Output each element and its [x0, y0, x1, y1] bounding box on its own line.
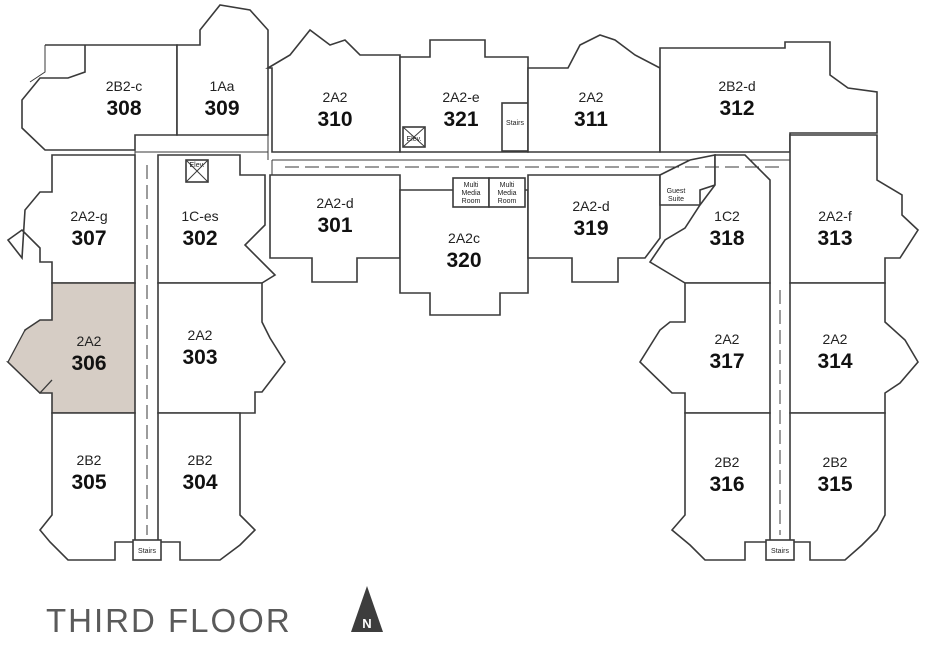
- room-321[interactable]: 2A2-e 321: [399, 39, 529, 153]
- room-number-308: 308: [106, 97, 141, 120]
- room-number-309: 309: [204, 97, 239, 120]
- mm1-line1: Multi: [464, 182, 479, 189]
- room-number-306: 306: [71, 352, 106, 375]
- stairs-top-label: Stairs: [506, 120, 524, 127]
- room-type-313: 2A2-f: [818, 208, 852, 224]
- room-number-320: 320: [446, 249, 481, 272]
- elevator-top: Elev.: [402, 126, 426, 148]
- guest-suite-line1: Guest: [667, 188, 686, 195]
- room-number-316: 316: [709, 473, 744, 496]
- room-number-313: 313: [817, 227, 852, 250]
- stairs-left-label: Stairs: [138, 548, 156, 555]
- room-type-314: 2A2: [823, 331, 848, 347]
- room-number-317: 317: [709, 350, 744, 373]
- room-315[interactable]: 2B2 315: [789, 412, 886, 561]
- mm1-line2: Media: [461, 190, 480, 197]
- guest-suite-line2: Suite: [668, 196, 684, 203]
- room-number-304: 304: [182, 471, 217, 494]
- room-number-310: 310: [317, 108, 352, 131]
- room-301[interactable]: 2A2-d 301: [269, 174, 401, 283]
- north-label: N: [362, 616, 371, 631]
- room-number-314: 314: [817, 350, 852, 373]
- room-type-318: 1C2: [714, 208, 740, 224]
- room-311[interactable]: 2A2 311: [527, 34, 661, 153]
- room-303[interactable]: 2A2 303: [157, 282, 286, 414]
- room-304[interactable]: 2B2 304: [157, 412, 257, 561]
- room-type-320: 2A2c: [448, 230, 480, 246]
- room-number-311: 311: [574, 108, 608, 131]
- stairs-right: Stairs: [765, 539, 795, 561]
- multimedia-room-1: Multi Media Room: [452, 177, 490, 208]
- room-number-301: 301: [317, 214, 352, 237]
- room-type-307: 2A2-g: [70, 208, 107, 224]
- room-307[interactable]: 2A2-g 307: [6, 154, 136, 284]
- room-319[interactable]: 2A2-d 319: [527, 174, 661, 283]
- guest-suite: Guest Suite: [659, 154, 716, 206]
- room-type-304: 2B2: [188, 452, 213, 468]
- floor-title: THIRD FLOOR: [46, 602, 292, 639]
- mm1-line3: Room: [462, 198, 481, 205]
- room-316[interactable]: 2B2 316: [670, 412, 771, 561]
- room-314[interactable]: 2A2 314: [789, 282, 919, 414]
- room-306[interactable]: 2A2 306: [6, 282, 136, 414]
- room-318[interactable]: 1C2 318: [648, 154, 771, 284]
- room-type-310: 2A2: [323, 89, 348, 105]
- elevator-left-label: Elev.: [189, 162, 204, 169]
- mm2-line2: Media: [497, 190, 516, 197]
- room-number-307: 307: [71, 227, 106, 250]
- room-type-305: 2B2: [77, 452, 102, 468]
- room-number-321: 321: [443, 108, 478, 131]
- room-320[interactable]: 2A2c 320: [399, 189, 529, 316]
- stairs-right-label: Stairs: [771, 548, 789, 555]
- multimedia-room-2: Multi Media Room: [488, 177, 526, 208]
- room-type-312: 2B2-d: [718, 78, 755, 94]
- room-type-317: 2A2: [715, 331, 740, 347]
- room-number-312: 312: [719, 97, 754, 120]
- room-number-302: 302: [182, 227, 217, 250]
- room-type-315: 2B2: [823, 454, 848, 470]
- room-308[interactable]: 2B2-c 308: [21, 44, 178, 151]
- room-type-303: 2A2: [188, 327, 213, 343]
- room-310[interactable]: 2A2 310: [265, 28, 401, 153]
- elevator-top-label: Elev.: [406, 136, 421, 143]
- room-type-316: 2B2: [715, 454, 740, 470]
- room-302[interactable]: 1C-es 302: [157, 154, 277, 284]
- stairs-left: Stairs: [132, 539, 162, 561]
- room-type-309: 1Aa: [210, 78, 235, 94]
- room-type-311: 2A2: [579, 89, 604, 105]
- room-type-308: 2B2-c: [106, 78, 143, 94]
- room-313[interactable]: 2A2-f 313: [789, 134, 920, 284]
- room-305[interactable]: 2B2 305: [38, 412, 136, 561]
- stairs-top: Stairs: [501, 102, 529, 152]
- room-312[interactable]: 2B2-d 312: [659, 41, 878, 153]
- room-type-302: 1C-es: [181, 208, 218, 224]
- north-arrow-icon: N: [351, 586, 383, 632]
- room-309[interactable]: 1Aa 309: [176, 4, 269, 136]
- room-type-301: 2A2-d: [316, 195, 353, 211]
- room-number-303: 303: [182, 346, 217, 369]
- room-type-321: 2A2-e: [442, 89, 480, 105]
- room-type-306: 2A2: [77, 333, 102, 349]
- room-number-315: 315: [817, 473, 852, 496]
- room-number-305: 305: [71, 471, 106, 494]
- mm2-line1: Multi: [500, 182, 515, 189]
- room-317[interactable]: 2A2 317: [638, 282, 771, 414]
- room-number-318: 318: [709, 227, 744, 250]
- mm2-line3: Room: [498, 198, 517, 205]
- elevator-left: Elev.: [185, 159, 209, 183]
- room-type-319: 2A2-d: [572, 198, 609, 214]
- room-number-319: 319: [573, 217, 608, 240]
